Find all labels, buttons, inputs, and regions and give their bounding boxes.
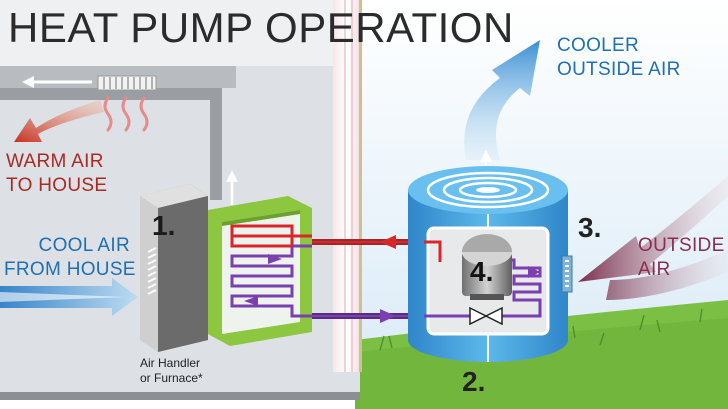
cooler-air-label-line1: COOLER [557,35,640,56]
step-number-1: 1. [152,210,176,241]
cooler-air-label-line2: OUTSIDE AIR [557,59,681,80]
page-title: HEAT PUMP OPERATION [8,4,514,51]
outside-air-label: OUTSIDE AIR [638,234,725,282]
indoor-coil-tubing-hot [230,224,312,248]
cool-air-label: COOL AIR FROM HOUSE [4,234,136,282]
air-handler-label: Air Handler or Furnace* [140,356,203,386]
supply-vent [97,75,157,91]
outside-air-arrow [578,176,728,282]
cool-air-label-line1: COOL AIR [38,235,130,256]
heat-waves [103,96,149,132]
cooler-air-label: COOLER OUTSIDE AIR [557,34,681,82]
warm-air-arrow [14,100,104,142]
outdoor-coil-tubing [500,258,542,318]
step-number-4: 4. [470,256,494,287]
outdoor-coil-fins [561,255,573,293]
warm-air-label-line2: TO HOUSE [6,175,108,196]
indoor-coil [208,196,312,346]
indoor-coil-tubing-cold [230,244,312,318]
air-handler [140,184,208,352]
step-number-3: 3. [578,212,602,243]
warm-air-label: WARM AIR TO HOUSE [6,150,107,198]
air-handler-label-line1: Air Handler [140,356,201,370]
air-handler-label-line2: or Furnace* [140,371,203,385]
cooler-air-arrow [464,40,540,160]
supply-duct [0,88,222,200]
expansion-valve [469,306,503,326]
compressor [462,234,512,300]
step-number-2: 2. [462,366,486,397]
outside-air-label-line1: OUTSIDE [638,235,725,256]
exterior-wall [333,0,361,372]
refrigerant-lines [312,235,424,323]
duct-flow-arrow [22,76,34,88]
outside-air-label-line2: AIR [638,259,671,280]
warm-air-label-line1: WARM AIR [6,151,104,172]
cool-air-label-line2: FROM HOUSE [4,259,136,280]
